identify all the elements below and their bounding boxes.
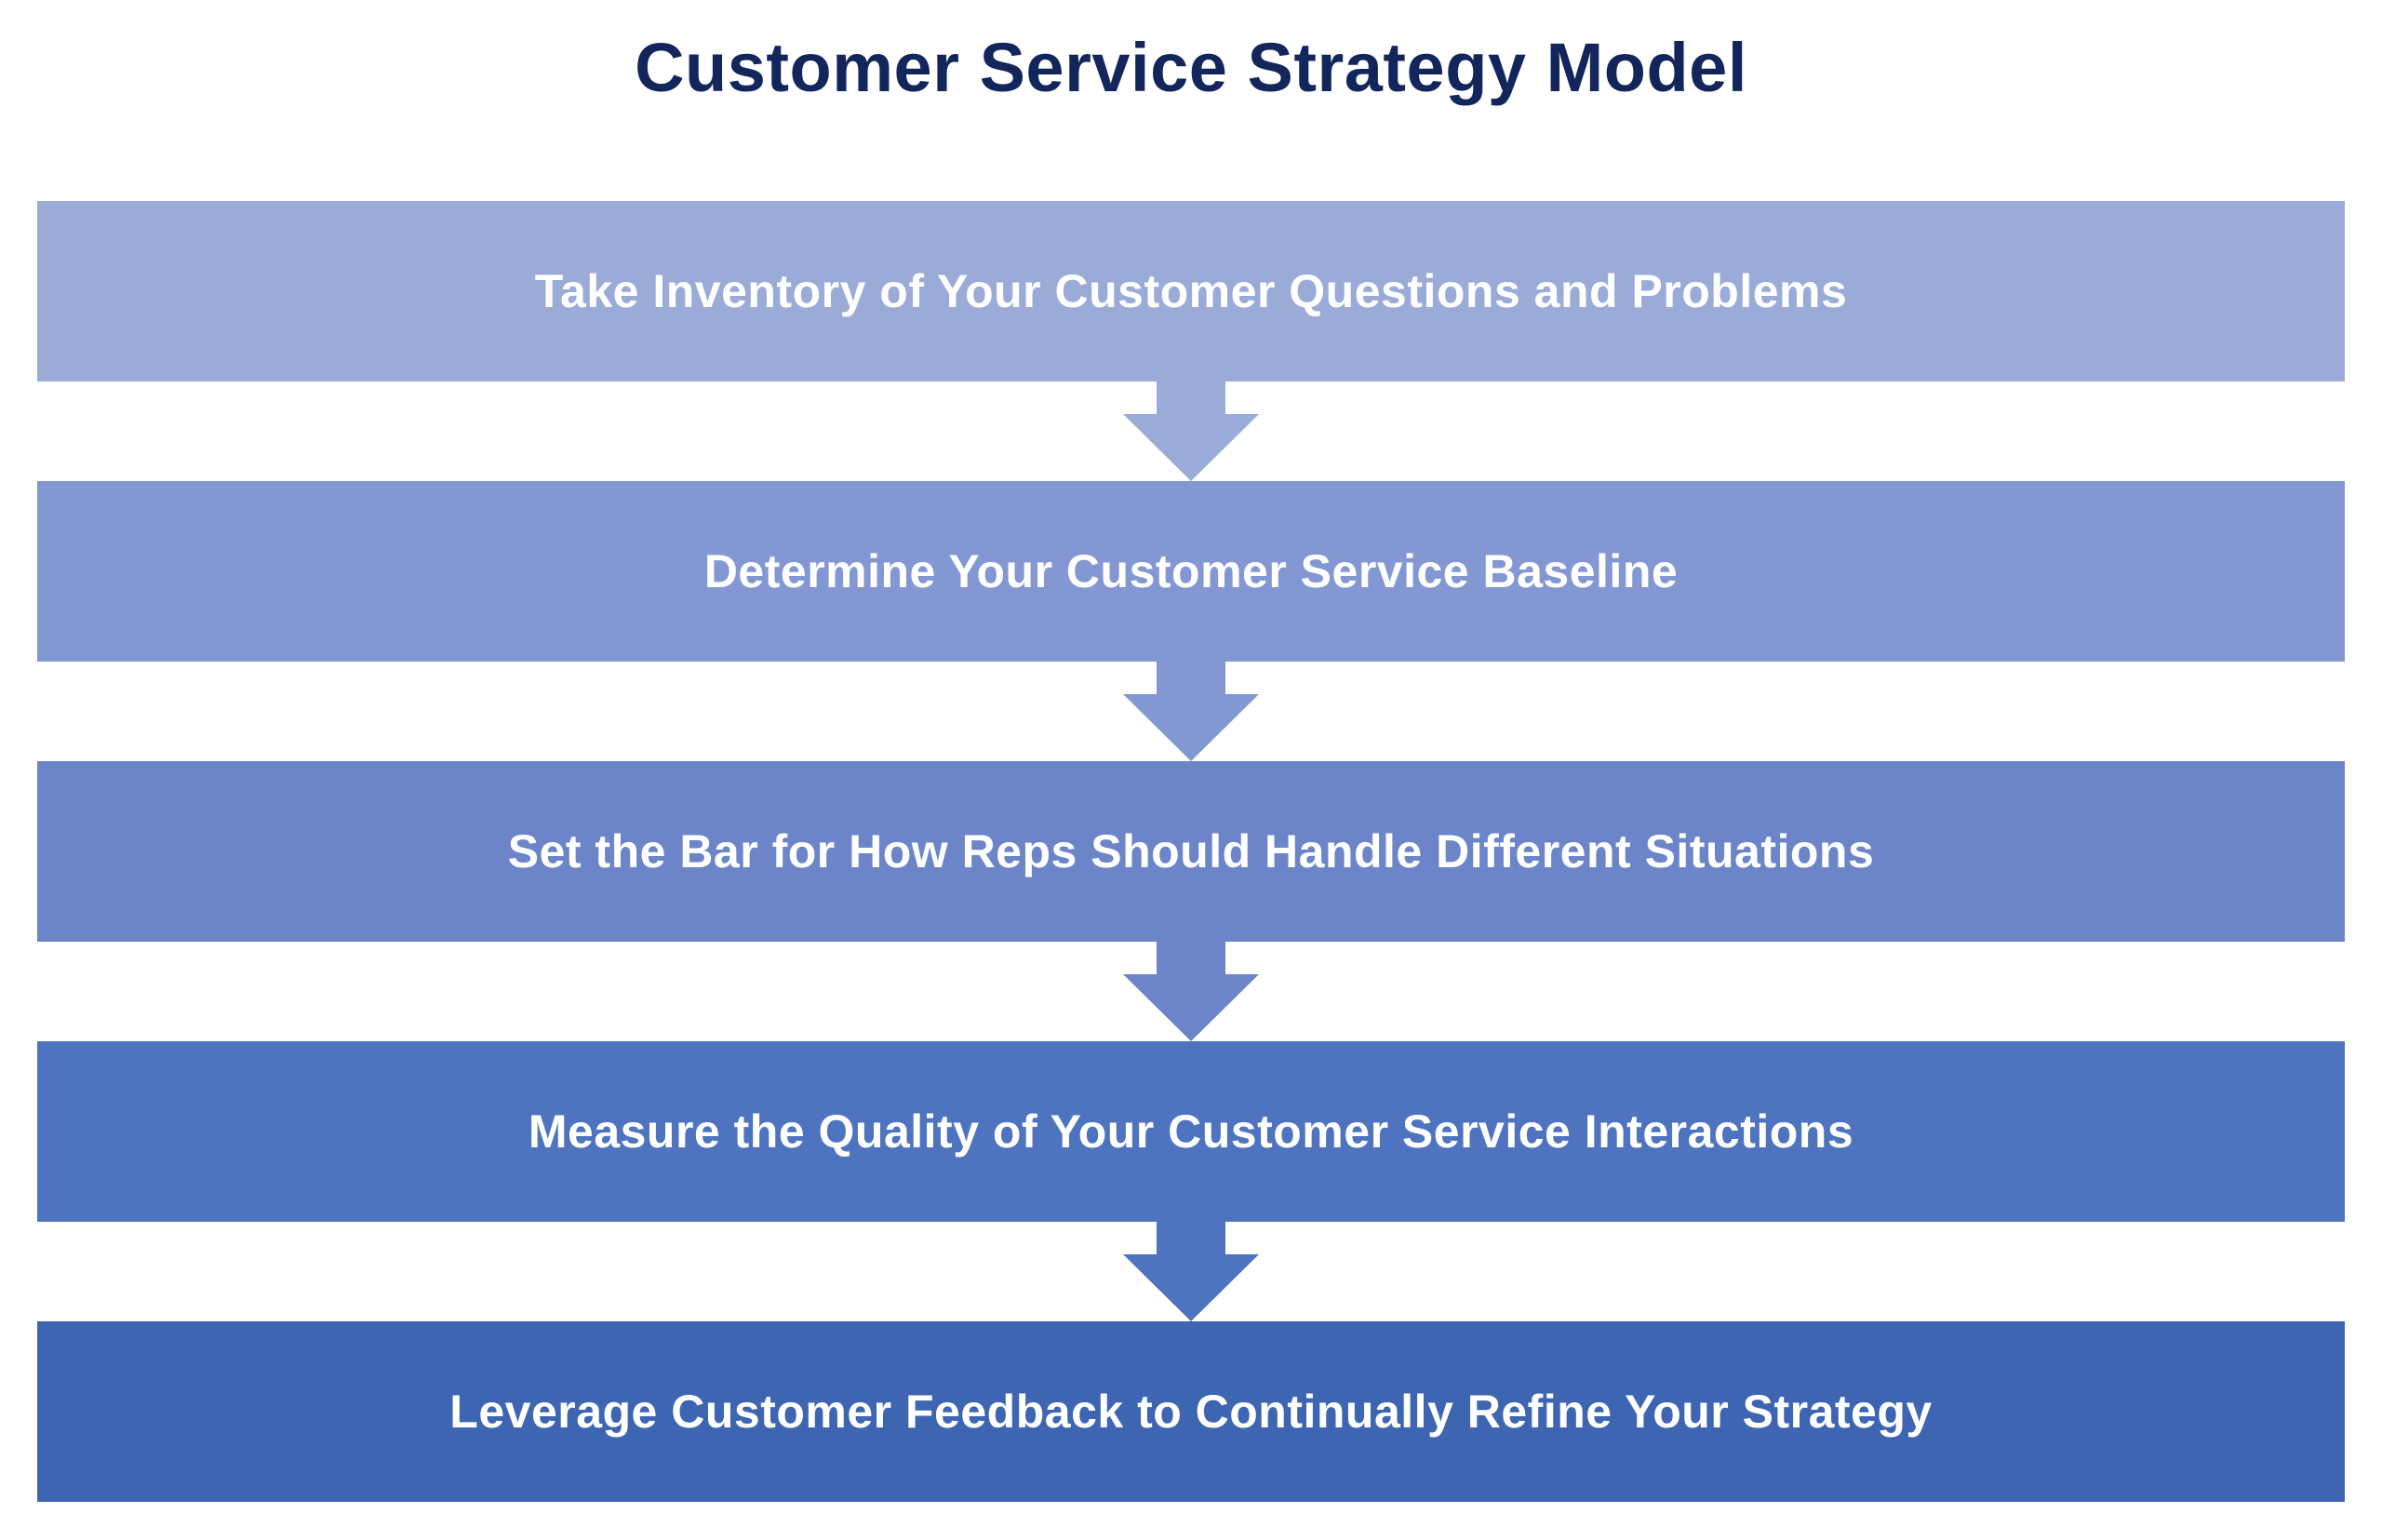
step-label-5: Leverage Customer Feedback to Continuall…	[449, 1386, 1933, 1438]
step-label-3: Set the Bar for How Reps Should Handle D…	[507, 825, 1875, 877]
step-bar-4: Measure the Quality of Your Customer Ser…	[37, 1041, 2345, 1222]
arrow-stem	[1157, 382, 1225, 414]
step-label-1: Take Inventory of Your Customer Question…	[534, 265, 1848, 317]
arrow-stem	[1157, 662, 1225, 694]
arrow-head	[1123, 694, 1259, 761]
step-label-4: Measure the Quality of Your Customer Ser…	[528, 1105, 1854, 1158]
step-bar-3: Set the Bar for How Reps Should Handle D…	[37, 761, 2345, 942]
arrow-stem	[1157, 942, 1225, 974]
step-bar-5: Leverage Customer Feedback to Continuall…	[37, 1321, 2345, 1502]
page-title: Customer Service Strategy Model	[635, 29, 1747, 106]
down-arrow-icon	[1123, 942, 1259, 1041]
down-arrow-icon	[1123, 1222, 1259, 1321]
arrow-stem	[1157, 1222, 1225, 1254]
arrow-head	[1123, 1254, 1259, 1321]
down-arrow-icon	[1123, 382, 1259, 481]
arrow-head	[1123, 974, 1259, 1041]
step-bar-2: Determine Your Customer Service Baseline	[37, 481, 2345, 662]
step-bar-1: Take Inventory of Your Customer Question…	[37, 201, 2345, 382]
step-label-2: Determine Your Customer Service Baseline	[703, 545, 1679, 597]
arrow-head	[1123, 414, 1259, 481]
down-arrow-icon	[1123, 662, 1259, 761]
